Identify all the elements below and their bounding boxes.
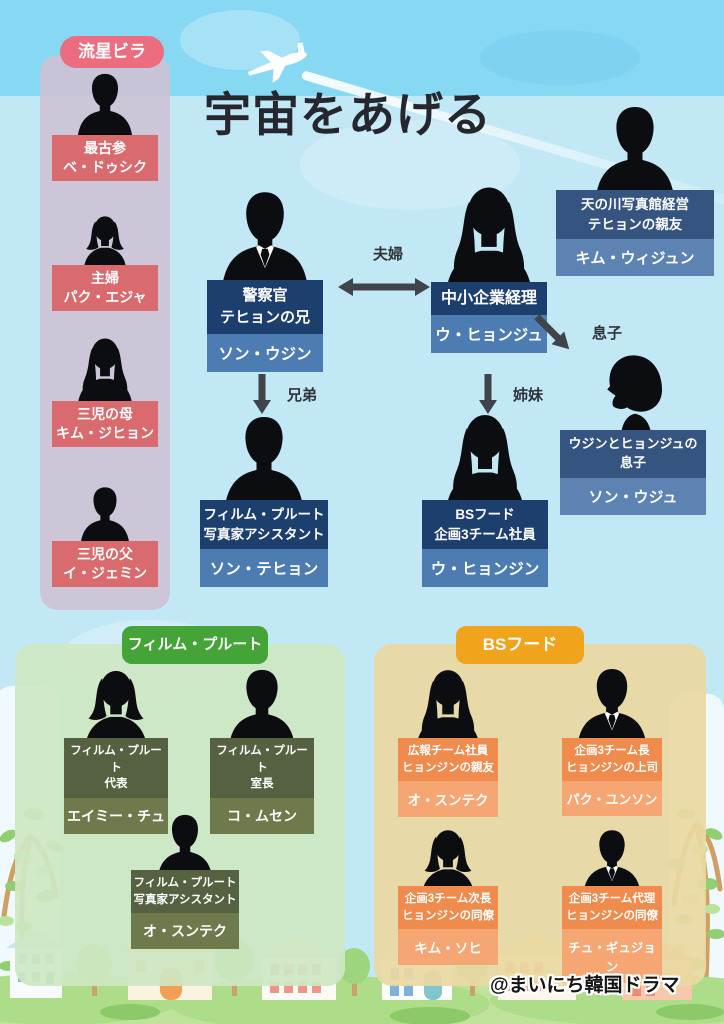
villa-member: 最古参 ベ・ドゥシク xyxy=(48,69,162,181)
person-wu-hyeongjin: BSフード 企画3チーム社員 ウ・ヒョンジン xyxy=(418,410,552,588)
silhouette-man-icon xyxy=(205,410,323,510)
silhouette-woman-bob-icon xyxy=(72,666,160,748)
brothers-arrow-icon xyxy=(253,374,271,414)
name-box: コ・ムセン xyxy=(210,798,314,835)
page-title: 宇宙をあげる xyxy=(204,88,492,141)
silhouette-woman-long-icon xyxy=(65,335,145,405)
person-son-taehyeon: フィルム・プルート 写真家アシスタント ソン・テヒョン xyxy=(198,410,330,588)
silhouette-man-icon xyxy=(67,483,143,545)
villa-member: 三児の父 イ・ジェミン xyxy=(48,483,162,587)
name-box: オ・スンテク xyxy=(131,913,239,950)
role-box: ウジンとヒョンジュの 息子 xyxy=(560,430,706,478)
person-wu-hyeongju: 中小企業経理 ウ・ヒョンジュ xyxy=(422,182,556,354)
name-box: ウ・ヒョンジン xyxy=(422,549,548,588)
villa-panel: 最古参 ベ・ドゥシク 主婦 パク・エジャ 三児の母 キム・ジヒョン 三児の父 イ… xyxy=(40,55,170,610)
sisters-arrow-icon xyxy=(479,374,497,414)
relation-label-brothers: 兄弟 xyxy=(287,387,318,404)
silhouette-man-icon xyxy=(583,100,687,200)
role-box: BSフード 企画3チーム社員 xyxy=(422,500,548,550)
silhouette-woman-long-icon xyxy=(428,182,550,292)
silhouette-man-suit-icon xyxy=(562,664,662,748)
villa-member-label: 三児の母 キム・ジヒョン xyxy=(52,401,158,447)
person-son-wuju: ウジンとヒョンジュの 息子 ソン・ウジュ xyxy=(558,348,708,515)
role-box: 企画3チーム次長 ヒョンジンの同僚 xyxy=(398,886,498,930)
villa-member-label: 主婦 パク・エジャ xyxy=(52,265,158,311)
name-box: ソン・テヒョン xyxy=(200,549,328,588)
name-box: オ・スンテク xyxy=(398,781,498,818)
silhouette-man-icon xyxy=(216,664,308,748)
silhouette-man-icon xyxy=(66,69,144,139)
airplane-icon xyxy=(247,42,308,83)
name-box: エイミー・チュ xyxy=(64,798,168,835)
role-box: フィルム・プルート 代表 xyxy=(64,738,168,799)
silhouette-woman-bob-icon xyxy=(69,213,141,269)
role-box: フィルム・プルート 写真家アシスタント xyxy=(200,500,328,550)
name-box: キム・ソヒ xyxy=(398,929,498,966)
silhouette-boy-profile-icon xyxy=(585,348,681,440)
person-son-wujin: 警察官 テヒョンの兄 ソン・ウジン xyxy=(196,186,334,372)
silhouette-man-suit-icon xyxy=(199,186,331,290)
film-pluto-header: フィルム・プルート xyxy=(122,626,268,664)
person-oh-suntek-bs: 広報チーム社員 ヒョンジンの親友 オ・スンテク xyxy=(396,666,500,818)
role-box: 広報チーム社員 ヒョンジンの親友 xyxy=(398,738,498,782)
name-box: パク・ユンソン xyxy=(562,781,662,817)
villa-header: 流星ビラ xyxy=(60,36,164,68)
silhouette-woman-long-icon xyxy=(425,410,545,510)
person-amy-chu: フィルム・プルート 代表 エイミー・チュ xyxy=(62,666,170,835)
villa-member-label: 最古参 ベ・ドゥシク xyxy=(52,135,158,181)
name-box: チュ・ギュジョン xyxy=(562,929,662,984)
villa-member: 主婦 パク・エジャ xyxy=(48,213,162,311)
name-box: ウ・ヒョンジュ xyxy=(431,315,547,354)
person-kim-sohi: 企画3チーム次長 ヒョンジンの同僚 キム・ソヒ xyxy=(396,826,500,966)
cloud-blob xyxy=(480,30,640,85)
relation-label-son: 息子 xyxy=(592,325,623,342)
relation-label-couple: 夫婦 xyxy=(372,246,403,263)
villa-member-label: 三児の父 イ・ジェミン xyxy=(52,541,158,587)
name-box: キム・ウィジュン xyxy=(556,239,714,277)
person-park-yunseong: 企画3チーム長 ヒョンジンの上司 パク・ユンソン xyxy=(560,664,664,817)
couple-arrow-icon xyxy=(338,278,430,296)
name-box: ソン・ウジュ xyxy=(560,477,706,515)
role-box: フィルム・プルート 写真家アシスタント xyxy=(131,870,239,914)
bs-food-header: BSフード xyxy=(456,626,584,664)
watermark: @まいにち韓国ドラマ xyxy=(490,975,680,996)
relation-label-sisters: 姉妹 xyxy=(513,387,544,404)
person-oh-suntek-pluto: フィルム・プルート 写真家アシスタント オ・スンテク xyxy=(130,810,240,950)
villa-member: 三児の母 キム・ジヒョン xyxy=(48,335,162,447)
role-box: 天の川写真館経営 テヒョンの親友 xyxy=(556,190,714,240)
person-ko-musen: フィルム・プルート 室長 コ・ムセン xyxy=(208,664,316,835)
person-chu-gyujeong: 企画3チーム代理 ヒョンジンの同僚 チュ・ギュジョン xyxy=(560,826,664,984)
role-box: 警察官 テヒョンの兄 xyxy=(207,280,323,334)
name-box: ソン・ウジン xyxy=(207,333,323,372)
silhouette-woman-long-icon xyxy=(403,666,493,748)
role-box: 中小企業経理 xyxy=(431,282,547,316)
role-box: 企画3チーム代理 ヒョンジンの同僚 xyxy=(562,886,662,930)
person-kim-wijun: 天の川写真館経営 テヒョンの親友 キム・ウィジュン xyxy=(556,100,714,277)
role-box: 企画3チーム長 ヒョンジンの上司 xyxy=(562,738,662,782)
role-box: フィルム・プルート 室長 xyxy=(210,738,314,799)
